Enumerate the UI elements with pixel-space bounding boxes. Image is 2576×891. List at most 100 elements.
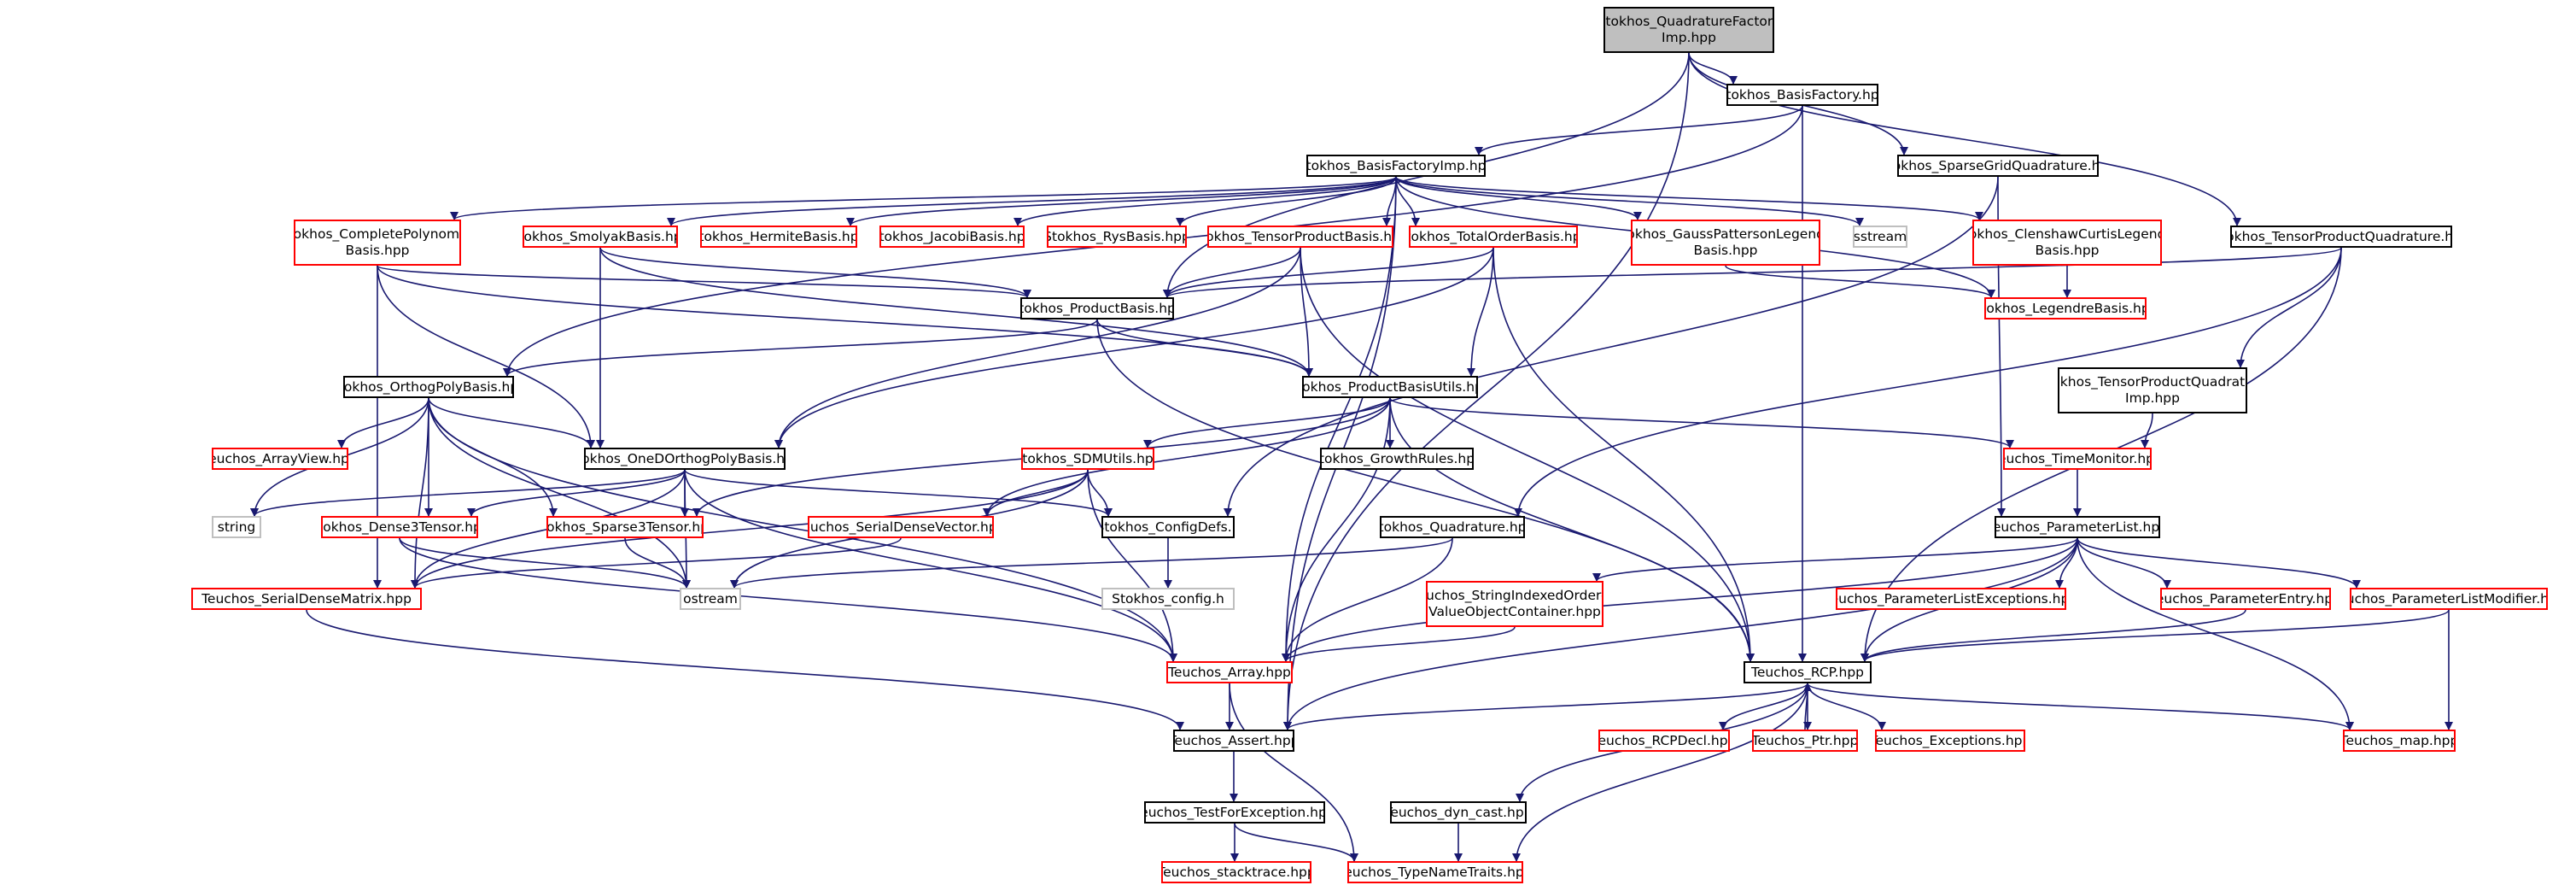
edge-serialmatrix-to-assert (306, 609, 1184, 730)
edge-productutils-to-array (1282, 397, 1391, 662)
edge-tpquadimp-to-timemonitor (2141, 413, 2153, 448)
node-exceptions[interactable]: Teuchos_Exceptions.hpp (1875, 730, 2025, 752)
node-map[interactable]: Teuchos_map.hpp (2343, 730, 2456, 752)
node-stringindexed[interactable]: Teuchos_StringIndexedOrderedValueObjectC… (1426, 581, 1603, 627)
node-label: Basis.hpp (345, 243, 410, 258)
edge-orthog-to-oned (428, 397, 595, 448)
node-label: Stokhos_Sparse3Tensor.hpp (546, 519, 702, 535)
edge-orthog-to-arrayview (337, 397, 429, 448)
edge-totalorder-to-oned (774, 247, 1494, 448)
node-label: Stokhos_GaussPattersonLegendre (1633, 226, 1819, 242)
node-label: Teuchos_ParameterEntry.hpp (2162, 590, 2329, 607)
edge-productutils-to-serialvector (983, 397, 1391, 517)
node-jacobi[interactable]: Stokhos_JacobiBasis.hpp (879, 226, 1025, 248)
node-totalorder[interactable]: Stokhos_TotalOrderBasis.hpp (1409, 226, 1578, 248)
edge-gausspatterson-to-legendre (1725, 265, 1995, 298)
edge-rcp-to-typenametraits (1512, 683, 1808, 862)
edge-productbasis-to-orthog (503, 319, 1098, 377)
node-arrayview[interactable]: Teuchos_ArrayView.hpp (212, 448, 348, 470)
node-sparse3[interactable]: Stokhos_Sparse3Tensor.hpp (546, 516, 704, 538)
edge-rcp-to-rcpdecl (1719, 683, 1808, 730)
node-serialmatrix[interactable]: Teuchos_SerialDenseMatrix.hpp (191, 588, 422, 610)
edge-productutils-to-sdmutils (1143, 397, 1391, 448)
node-serialvector[interactable]: Teuchos_SerialDenseVector.hpp (808, 516, 994, 538)
node-parammodifier[interactable]: Teuchos_ParameterListModifier.hpp (2350, 588, 2548, 610)
node-rcp[interactable]: Teuchos_RCP.hpp (1744, 661, 1872, 683)
node-tpquadimp[interactable]: Stokhos_TensorProductQuadratureImp.hpp (2058, 367, 2247, 413)
node-ostream: ostream (680, 588, 741, 610)
node-label: Teuchos_Exceptions.hpp (1875, 732, 2025, 748)
node-productbasis[interactable]: Stokhos_ProductBasis.hpp (1020, 297, 1174, 319)
node-sparsegrid[interactable]: Stokhos_SparseGridQuadrature.hpp (1897, 155, 2099, 177)
node-testforexc[interactable]: Teuchos_TestForException.hpp (1144, 801, 1325, 824)
node-legendre[interactable]: Stokhos_LegendreBasis.hpp (1984, 297, 2147, 319)
edge-totalorder-to-productbasis (1163, 247, 1494, 298)
node-assert[interactable]: Teuchos_Assert.hpp (1173, 730, 1294, 752)
node-label: Stokhos_Dense3Tensor.hpp (323, 519, 476, 535)
node-gausspatterson[interactable]: Stokhos_GaussPattersonLegendreBasis.hpp (1631, 220, 1820, 266)
node-hermite[interactable]: Stokhos_HermiteBasis.hpp (700, 226, 857, 248)
node-stacktrace[interactable]: Teuchos_stacktrace.hpp (1161, 861, 1311, 883)
node-label: Stokhos_OneDOrthogPolyBasis.hpp (586, 450, 786, 466)
edge-tensorbasis-to-productutils (1300, 247, 1313, 377)
node-sstream: sstream (1853, 226, 1907, 248)
node-label: Stokhos_SparseGridQuadrature.hpp (1899, 157, 2097, 173)
edge-paramlist-to-stringindexed (1592, 537, 2078, 582)
node-label: Teuchos_ParameterList.hpp (1995, 519, 2160, 535)
node-oned[interactable]: Stokhos_OneDOrthogPolyBasis.hpp (584, 448, 786, 470)
edge-dense3-to-ostream (399, 537, 691, 589)
node-label: Teuchos_RCP.hpp (1750, 664, 1865, 680)
node-label: ValueObjectContainer.hpp (1428, 604, 1601, 619)
node-smolyak[interactable]: Stokhos_SmolyakBasis.hpp (523, 226, 678, 248)
node-paramlist[interactable]: Teuchos_ParameterList.hpp (1995, 516, 2160, 538)
node-typenametraits[interactable]: Teuchos_TypeNameTraits.hpp (1347, 861, 1523, 883)
edge-productutils-to-rcp (1389, 397, 1755, 662)
node-clenshaw[interactable]: Stokhos_ClenshawCurtisLegendreBasis.hpp (1972, 220, 2162, 266)
node-sdmutils[interactable]: Stokhos_SDMUtils.hpp (1021, 448, 1154, 470)
node-tensorquad[interactable]: Stokhos_TensorProductQuadrature.hpp (2230, 226, 2452, 248)
node-basisfactoryimp[interactable]: Stokhos_BasisFactoryImp.hpp (1306, 155, 1486, 177)
node-dense3[interactable]: Stokhos_Dense3Tensor.hpp (321, 516, 478, 538)
node-ptr[interactable]: Teuchos_Ptr.hpp (1752, 730, 1858, 752)
edge-quadrature-to-ostream (730, 537, 1453, 589)
edge-quadrature-to-array (1282, 537, 1453, 662)
edge-basisfactoryimp-to-hermite (846, 176, 1397, 226)
node-quadrature[interactable]: Stokhos_Quadrature.hpp (1380, 516, 1525, 538)
node-label: Stokhos_ClenshawCurtisLegendre (1974, 226, 2160, 242)
node-label: Stokhos_RysBasis.hpp (1047, 228, 1187, 244)
edge-basisfactoryimp-to-completepoly (450, 176, 1397, 220)
edge-root-to-tensorquad (1688, 52, 2241, 226)
node-label: Teuchos_StringIndexedOrdered (1426, 588, 1602, 603)
node-completepoly[interactable]: Stokhos_CompletePolynomialBasis.hpp (294, 220, 461, 266)
edge-oned-to-dense3 (467, 469, 686, 517)
node-label: Teuchos_Ptr.hpp (1752, 732, 1858, 748)
node-label: Stokhos_ConfigDefs.h (1101, 519, 1235, 535)
node-rys[interactable]: Stokhos_RysBasis.hpp (1047, 226, 1187, 248)
edge-tensorbasis-to-oned (774, 247, 1301, 448)
node-productutils[interactable]: Stokhos_ProductBasisUtils.hpp (1302, 376, 1478, 398)
node-label: Stokhos_SDMUtils.hpp (1021, 450, 1154, 466)
edge-root-to-assert (1283, 52, 1690, 730)
node-array[interactable]: Teuchos_Array.hpp (1166, 661, 1293, 683)
edge-basisfactoryimp-to-clenshaw (1395, 176, 1983, 220)
node-paramexceptions[interactable]: Teuchos_ParameterListExceptions.hpp (1836, 588, 2066, 610)
node-orthog[interactable]: Stokhos_OrthogPolyBasis.hpp (343, 376, 514, 398)
node-timemonitor[interactable]: Teuchos_TimeMonitor.hpp (2003, 448, 2152, 470)
node-dyncast[interactable]: Teuchos_dyn_cast.hpp (1390, 801, 1527, 824)
node-label: Stokhos_QuadratureFactory (1603, 14, 1774, 29)
edge-smolyak-to-productutils (599, 247, 1313, 377)
node-label: Teuchos_ArrayView.hpp (213, 450, 348, 466)
node-label: Stokhos_TensorProductQuadrature.hpp (2232, 228, 2450, 244)
edge-orthog-to-array (428, 397, 1177, 662)
node-configdefs[interactable]: Stokhos_ConfigDefs.h (1101, 516, 1235, 538)
edge-oned-to-array (684, 469, 1177, 662)
node-tensorbasis[interactable]: Stokhos_TensorProductBasis.hpp (1207, 226, 1393, 248)
node-growth[interactable]: Stokhos_GrowthRules.hpp (1320, 448, 1474, 470)
node-basisfactory[interactable]: Stokhos_BasisFactory.hpp (1726, 84, 1878, 106)
node-rcpdecl[interactable]: Teuchos_RCPDecl.hpp (1598, 730, 1730, 752)
edge-basisfactoryimp-to-smolyak (667, 176, 1397, 226)
node-paramentry[interactable]: Teuchos_ParameterEntry.hpp (2160, 588, 2331, 610)
